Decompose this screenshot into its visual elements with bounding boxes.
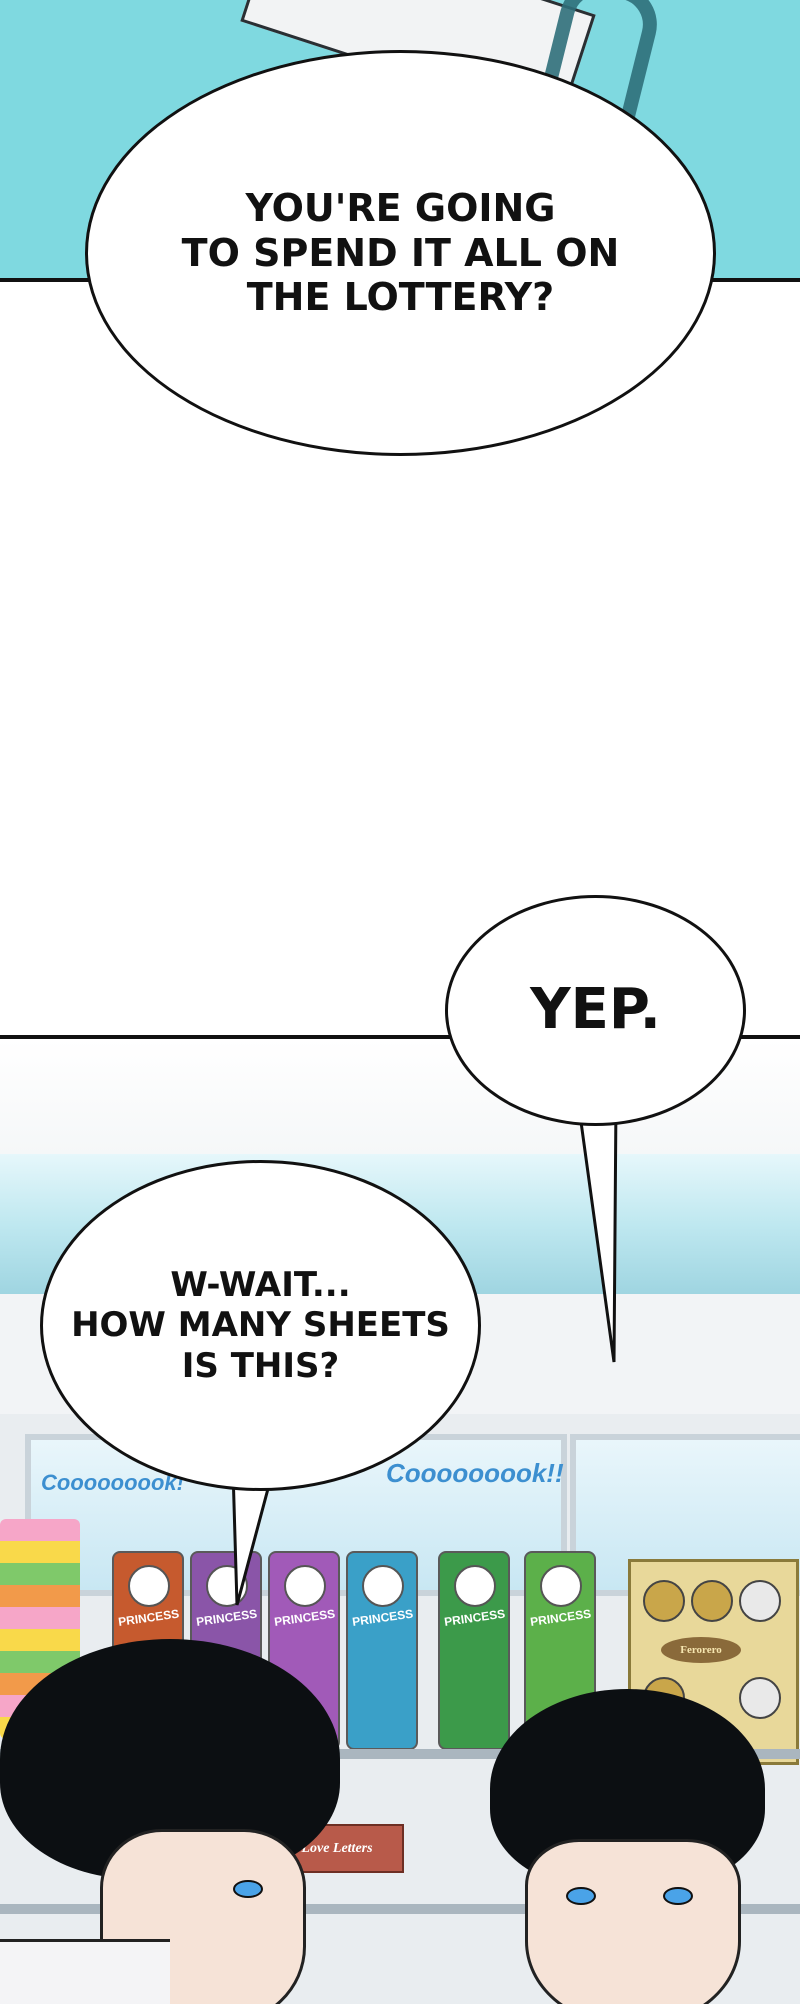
speech-bubble-yep: YEP.: [445, 895, 746, 1126]
character-right-eye: [663, 1887, 693, 1905]
character-right-eye: [566, 1887, 596, 1905]
store-panel: Cooooooook! Cooooooook!! PRINCESS PRINCE…: [0, 1035, 800, 2004]
shelf-rail: [0, 1749, 800, 1759]
sweet-item: [643, 1580, 685, 1622]
character-left-eye: [233, 1880, 263, 1898]
speech-tail-yep: [576, 1100, 618, 1363]
chip-can: PRINCESS: [438, 1551, 510, 1750]
speech-bubble-lottery: YOU'RE GOING TO SPEND IT ALL ON THE LOTT…: [85, 50, 716, 456]
speech-bubble-sheets: W-WAIT... HOW MANY SHEETS IS THIS?: [40, 1160, 481, 1491]
sweet-item: [691, 1580, 733, 1622]
chip-can: PRINCESS: [346, 1551, 418, 1750]
poster-text-left: Cooooooook!: [41, 1470, 184, 1495]
character-left-collar: [0, 1939, 170, 2004]
dialogue-sheets: W-WAIT... HOW MANY SHEETS IS THIS?: [71, 1265, 450, 1386]
sweet-item: [739, 1580, 781, 1622]
sweets-label: Ferorero: [661, 1637, 741, 1663]
character-right-face: [525, 1839, 741, 2004]
poster-text-right: Cooooooook!!: [386, 1458, 564, 1488]
sweet-item: [739, 1677, 781, 1719]
dialogue-lottery: YOU'RE GOING TO SPEND IT ALL ON THE LOTT…: [181, 185, 620, 320]
shelf-rail: [0, 1904, 800, 1914]
dialogue-yep: YEP.: [530, 977, 661, 1043]
speech-tail-sheets: [231, 1470, 275, 1606]
